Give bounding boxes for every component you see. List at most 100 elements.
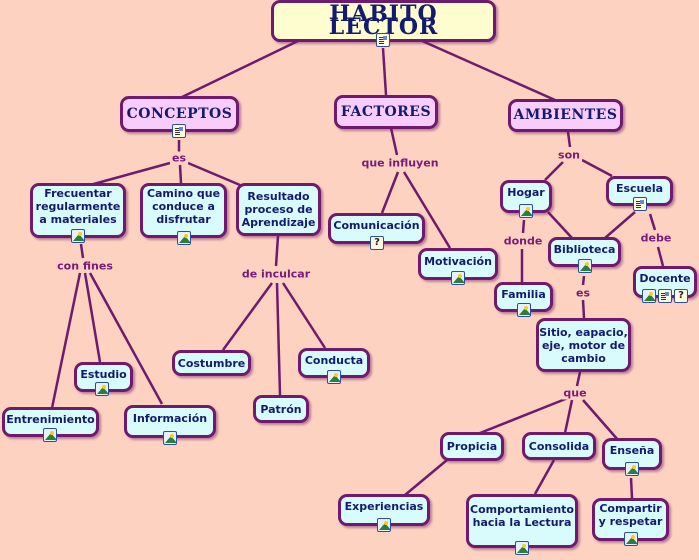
image-icon[interactable] (517, 303, 531, 317)
concept-comunicacion[interactable]: Comunicación (328, 213, 425, 244)
image-icon[interactable] (642, 289, 656, 303)
concept-label: Escuela (615, 181, 664, 195)
document-icon[interactable] (376, 33, 390, 47)
concept-camino[interactable]: Camino que conduce a disfrutar (140, 183, 227, 238)
root-resources (376, 33, 390, 47)
linking-phrase-con-fines: con fines (55, 259, 115, 273)
linking-phrase-es: es (573, 286, 593, 300)
link-root-ambientes (419, 38, 556, 102)
linking-phrase-debe: debe (638, 231, 674, 245)
image-icon[interactable] (327, 370, 341, 384)
document-icon[interactable] (658, 289, 672, 303)
conceptos-resources (172, 124, 186, 138)
concept-label: Motivación (424, 254, 492, 268)
concept-costumbre[interactable]: Costumbre (172, 350, 251, 376)
concept-label: Patrón (260, 402, 302, 416)
link-son-escuela (581, 158, 613, 178)
link-que-ensena (582, 399, 619, 441)
concept-comportamiento[interactable]: Comportamiento hacia la Lectura (466, 494, 578, 548)
link-queinfluyen-motivacion (402, 171, 452, 249)
concept-label: Enseña (609, 443, 655, 457)
link-deinculcar-patron (275, 282, 282, 396)
linking-phrase-es: es (169, 151, 189, 165)
image-icon[interactable] (163, 431, 177, 445)
concept-label: Estudio (80, 367, 127, 381)
concept-label: Conducta (304, 353, 364, 367)
concept-label: FACTORES (340, 103, 432, 120)
link-confines-estudio (83, 272, 102, 363)
link-es-frecuentar (89, 161, 171, 187)
link-es-camino (178, 164, 183, 184)
root-label: HABITO LECTOR (328, 1, 439, 40)
link-resultado-deinculcar (274, 235, 280, 267)
linking-phrase-que: que (561, 386, 589, 400)
link-deinculcar-conducta (281, 282, 327, 349)
concept-factores[interactable]: FACTORES (334, 95, 438, 129)
concept-label: Biblioteca (553, 242, 616, 256)
concept-label: AMBIENTES (513, 107, 618, 123)
link-factores-queinfluyen (389, 127, 399, 156)
image-icon[interactable] (624, 532, 638, 546)
document-icon[interactable] (172, 124, 186, 138)
image-icon[interactable] (71, 229, 85, 243)
link-es-resultado (187, 161, 241, 187)
linking-phrase-que-influyen: que influyen (359, 156, 441, 170)
link-ambientes-son (566, 131, 572, 148)
link-que-consolida (563, 399, 574, 434)
linking-phrase-de-inculcar: de inculcar (239, 267, 313, 281)
link-ensena-compartir (629, 477, 634, 499)
concept-label: Hogar (507, 186, 545, 199)
concept-sitio[interactable]: Sitio, eapacio, eje, motor de cambio (536, 318, 631, 372)
linking-phrase-donde: donde (501, 234, 545, 248)
image-icon[interactable] (515, 541, 529, 555)
link-confines-informacion (88, 272, 164, 405)
concept-label: Frecuentar regularmente a materiales (35, 187, 121, 226)
concept-label: Camino que conduce a disfrutar (146, 187, 221, 226)
link-hogar-donde (521, 219, 526, 234)
image-icon[interactable] (177, 231, 191, 245)
concept-label: Consolida (528, 439, 590, 453)
concept-label: Costumbre (177, 356, 246, 370)
image-icon[interactable] (43, 428, 57, 442)
concept-label: Compartir y respetar (598, 501, 663, 528)
link-es-sitio (581, 299, 586, 319)
link-queinfluyen-comunicacion (380, 171, 400, 214)
concept-resultado[interactable]: Resultado proceso de Aprendizaje (236, 183, 321, 236)
concept-label: Comportamiento hacia la Lectura (470, 503, 574, 529)
image-icon[interactable] (95, 382, 109, 396)
link-son-hogar (544, 161, 564, 181)
concept-estudio[interactable]: Estudio (74, 362, 133, 392)
concept-patron[interactable]: Patrón (253, 395, 309, 423)
link-root-conceptos (179, 38, 301, 100)
link-escuela-debe (648, 213, 657, 231)
link-confines-entrenimiento (50, 272, 82, 409)
help-icon[interactable]: ? (370, 236, 384, 250)
link-biblioteca-es (581, 275, 586, 286)
concept-consolida[interactable]: Consolida (522, 432, 596, 460)
document-icon[interactable] (633, 197, 647, 211)
image-icon[interactable] (451, 271, 465, 285)
concept-label: Resultado proceso de Aprendizaje (241, 190, 316, 229)
link-que-propicia (474, 396, 569, 437)
concept-label: Docente (639, 271, 691, 285)
concept-label: Entrenimiento (6, 412, 95, 426)
concept-label: Propicia (446, 440, 498, 453)
link-frecuentar-confines (79, 243, 85, 259)
link-propicia-experiencias (404, 459, 448, 496)
image-icon[interactable] (625, 462, 639, 476)
concept-propicia[interactable]: Propicia (440, 432, 504, 461)
image-icon[interactable] (377, 518, 391, 532)
concept-label: Experiencias (344, 499, 424, 513)
linking-phrase-son: son (556, 148, 582, 162)
link-deinculcar-costumbre (221, 282, 274, 351)
concept-ambientes[interactable]: AMBIENTES (508, 99, 623, 132)
concept-label: Sitio, eapacio, eje, motor de cambio (539, 325, 628, 365)
help-icon[interactable]: ? (674, 289, 688, 303)
image-icon[interactable] (519, 204, 533, 218)
link-hogar-biblioteca (547, 211, 573, 239)
concept-label: Comunicación (333, 219, 420, 232)
image-icon[interactable] (578, 259, 592, 273)
concept-label: Información (132, 412, 208, 425)
link-escuela-biblioteca (604, 211, 636, 239)
link-root-factores (381, 47, 388, 96)
